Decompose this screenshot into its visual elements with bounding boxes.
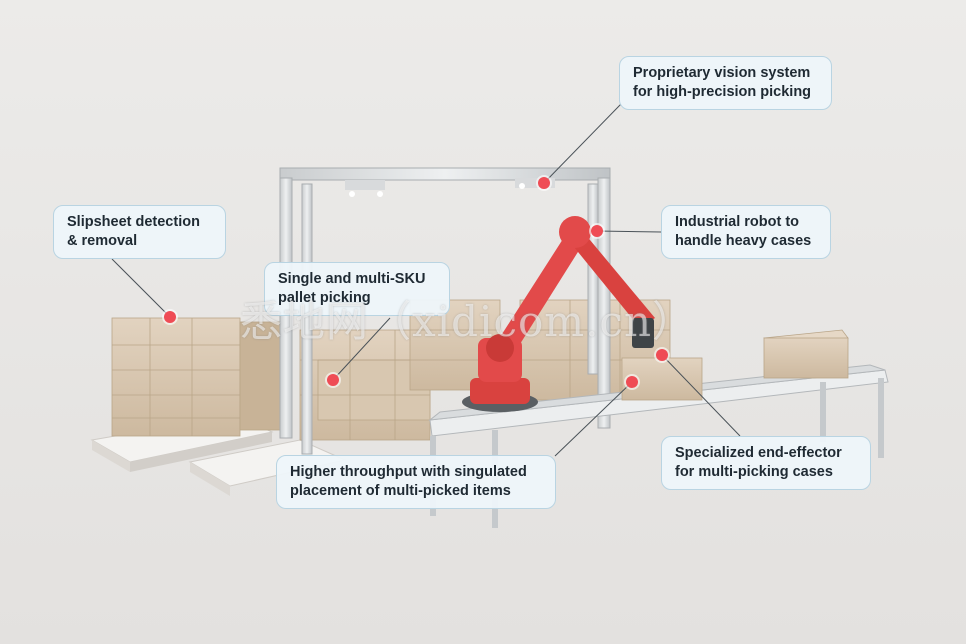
callout-line: Proprietary vision system bbox=[633, 65, 811, 81]
callout-throughput: Higher throughput with singulated placem… bbox=[276, 455, 556, 509]
callout-robot: Industrial robot to handle heavy cases bbox=[661, 205, 831, 259]
callout-line: pallet picking bbox=[278, 290, 371, 306]
callout-vision-system: Proprietary vision system for high-preci… bbox=[619, 56, 832, 110]
callout-line: placement of multi-picked items bbox=[290, 483, 511, 499]
marker-throughput[interactable] bbox=[626, 376, 638, 388]
marker-vision-system[interactable] bbox=[538, 177, 550, 189]
callout-line: & removal bbox=[67, 233, 138, 249]
marker-slipsheet[interactable] bbox=[164, 311, 176, 323]
conveyor-box bbox=[621, 329, 849, 401]
callout-leader-lines bbox=[111, 103, 741, 457]
vision-gantry-frame bbox=[279, 167, 611, 455]
callout-slipsheet: Slipsheet detection & removal bbox=[53, 205, 226, 259]
marker-sku-picking[interactable] bbox=[327, 374, 339, 386]
callout-line: Single and multi-SKU bbox=[278, 271, 426, 287]
industrial-robot-arm bbox=[462, 216, 655, 412]
callout-end-effector: Specialized end-effector for multi-picki… bbox=[661, 436, 871, 490]
callout-line: Higher throughput with singulated bbox=[290, 464, 527, 480]
callout-line: Slipsheet detection bbox=[67, 214, 200, 230]
box-stack-center bbox=[299, 299, 501, 441]
callout-line: handle heavy cases bbox=[675, 233, 812, 249]
callout-line: Specialized end-effector bbox=[675, 445, 842, 461]
marker-end-effector[interactable] bbox=[656, 349, 668, 361]
callout-line: for multi-picking cases bbox=[675, 464, 833, 480]
callout-sku-picking: Single and multi-SKU pallet picking bbox=[264, 262, 450, 316]
watermark-text: 悉地网（xidicom.cn） bbox=[240, 297, 695, 346]
marker-robot[interactable] bbox=[591, 225, 603, 237]
callout-line: for high-precision picking bbox=[633, 84, 812, 100]
callout-line: Industrial robot to bbox=[675, 214, 800, 230]
